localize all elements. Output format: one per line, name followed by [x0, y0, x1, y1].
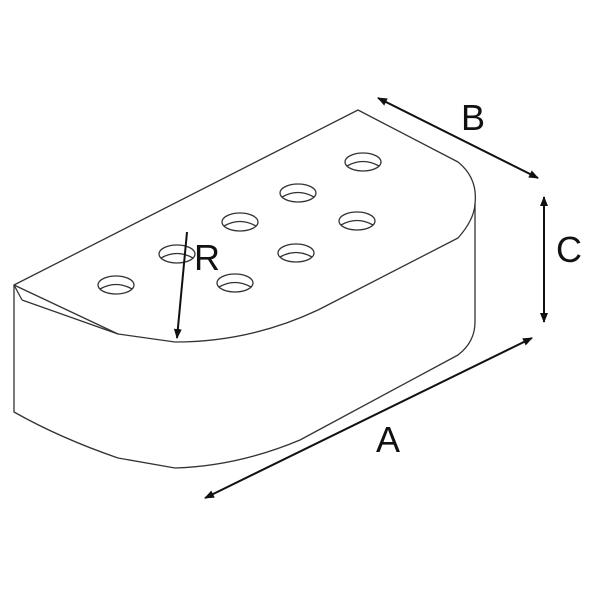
dimension-a-label: A: [376, 419, 400, 460]
hole: [344, 152, 382, 172]
dimension-r-arrow: [173, 231, 188, 339]
dimension-r-label: R: [194, 237, 220, 278]
hole: [277, 243, 315, 263]
hole: [221, 212, 259, 232]
hole: [97, 275, 135, 295]
brick-left-bevel: [13, 284, 23, 301]
dimension-b-arrow: [377, 97, 539, 179]
dimension-arrows: [173, 97, 548, 499]
brick-front-top-edge: [21, 299, 119, 335]
hole: [279, 183, 317, 203]
brick-front-face: [13, 204, 476, 469]
dimension-c-label: C: [556, 229, 582, 270]
hole: [338, 211, 376, 231]
dimension-a-arrow: [204, 337, 533, 499]
dimension-b-label: B: [461, 97, 485, 138]
brick-holes: [97, 152, 382, 295]
hole: [158, 244, 196, 264]
hole: [216, 273, 254, 293]
